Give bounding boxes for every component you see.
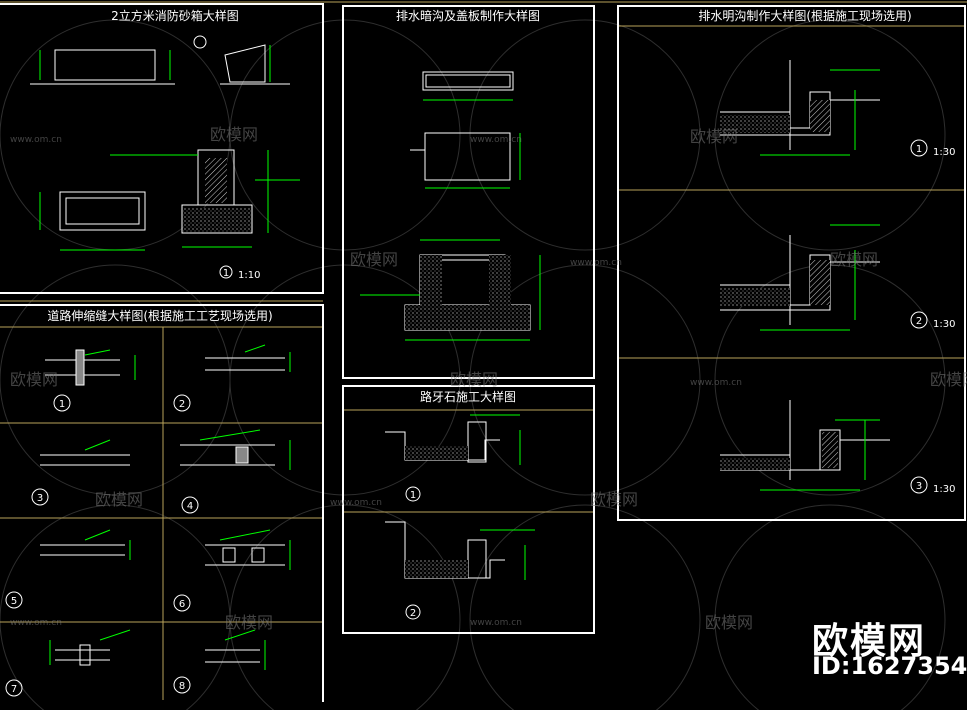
watermark-logo: 欧模网 (690, 127, 738, 146)
watermark-logo: 欧模网 (590, 490, 638, 509)
watermark-logo: 欧模网 (830, 250, 878, 269)
brand-logo-text: 欧模网 (812, 621, 927, 662)
road-joint-detail-3: 3 (37, 493, 43, 504)
sand-box-detail-no: 1 (223, 268, 229, 279)
panel-drain-cover: 排水暗沟及盖板制作大样图 (342, 5, 595, 379)
watermark-logo: 欧模网 (705, 613, 753, 632)
curb-detail-2: 2 (410, 608, 416, 619)
watermark-url: www.om.cn (690, 378, 742, 388)
road-joint-detail-1: 1 (59, 399, 65, 410)
road-joint-detail-7: 7 (11, 684, 17, 695)
open-ditch-detail-1-no: 1 (916, 144, 922, 155)
road-joint-detail-6: 6 (179, 599, 185, 610)
watermark-logo: 欧模网 (95, 490, 143, 509)
panel-sand-box: 2立方米消防砂箱大样图 1 1:1 (0, 3, 324, 294)
panel-title-curb: 路牙石施工大样图 (420, 389, 516, 404)
watermark-url: www.om.cn (570, 258, 622, 268)
watermark-logo: 欧模网 (450, 370, 498, 389)
open-ditch-detail-2-no: 2 (916, 316, 922, 327)
road-joint-detail-2: 2 (179, 399, 185, 410)
open-ditch-detail-3-scale: 1:30 (933, 484, 955, 495)
watermark-logo: 欧模网 (210, 125, 258, 144)
watermark-logo: 欧模网 (350, 250, 398, 269)
panel-road-joint: 道路伸缩缝大样图(根据施工工艺现场选用) (0, 304, 324, 702)
watermark-logo: 欧模网 (225, 613, 273, 632)
panel-title-road-joint: 道路伸缩缝大样图(根据施工工艺现场选用) (47, 308, 272, 323)
watermark-url: www.om.cn (330, 498, 382, 508)
brand-id: ID:1627354 (812, 652, 967, 680)
panel-title-sand-box: 2立方米消防砂箱大样图 (111, 8, 239, 23)
watermark-url: www.om.cn (470, 618, 522, 628)
open-ditch-detail-1-scale: 1:30 (933, 147, 955, 158)
road-joint-detail-5: 5 (11, 596, 17, 607)
watermark-logo: 欧模网 (10, 370, 58, 389)
watermark-url: www.om.cn (10, 618, 62, 628)
watermark-texts: 欧模网 www.om.cn www.om.cn 欧模网 欧模网 www.om.c… (10, 125, 967, 632)
panel-open-ditch: 排水明沟制作大样图(根据施工现场选用) 1 1:30 (617, 5, 966, 521)
panel-title-drain-cover: 排水暗沟及盖板制作大样图 (396, 8, 540, 23)
panel-curb: 路牙石施工大样图 1 2 (342, 385, 595, 634)
curb-detail-1: 1 (410, 490, 416, 501)
open-ditch-detail-3-no: 3 (916, 481, 922, 492)
watermark-logo: 欧模网 (930, 370, 967, 389)
road-joint-detail-4: 4 (187, 501, 193, 512)
open-ditch-detail-2-scale: 1:30 (933, 319, 955, 330)
watermark-url: www.om.cn (470, 135, 522, 145)
watermark-url: www.om.cn (10, 135, 62, 145)
road-joint-detail-8: 8 (179, 681, 185, 692)
sand-box-scale: 1:10 (238, 270, 260, 281)
panel-title-open-ditch: 排水明沟制作大样图(根据施工现场选用) (698, 8, 911, 23)
